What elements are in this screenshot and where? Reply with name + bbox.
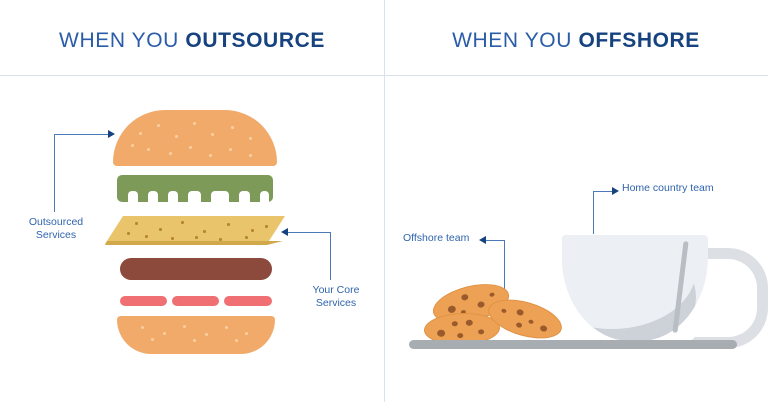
panel-heading-offshore: WHEN YOU OFFSHORE bbox=[384, 29, 768, 53]
arrow-left-icon-offshore bbox=[479, 236, 486, 244]
connector-home-vertical bbox=[593, 191, 594, 234]
annotation-outsourced-services: Outsourced Services bbox=[28, 216, 84, 241]
heading-emphasis-outsource: OUTSOURCE bbox=[185, 29, 325, 52]
panel-heading-outsource: WHEN YOU OUTSOURCE bbox=[0, 29, 384, 53]
burger-layer-patty bbox=[120, 258, 272, 280]
cookie-right bbox=[483, 292, 567, 346]
connector-core-horizontal bbox=[288, 232, 331, 233]
table-surface bbox=[409, 340, 737, 349]
annotation-home-country-team: Home country team bbox=[622, 182, 714, 194]
burger-layer-lettuce bbox=[117, 175, 273, 203]
annotation-your-core-services: Your Core Services bbox=[312, 284, 360, 309]
heading-emphasis-offshore: OFFSHORE bbox=[578, 29, 700, 52]
connector-offshore-horizontal bbox=[486, 240, 505, 241]
connector-outsourced-horizontal bbox=[54, 134, 109, 135]
connector-outsourced-vertical bbox=[54, 134, 55, 212]
burger-layer-tomato-1 bbox=[120, 296, 167, 306]
burger-layer-bottom-bun bbox=[117, 316, 275, 354]
heading-prefix-offshore: WHEN YOU bbox=[452, 29, 579, 52]
arrow-right-icon-outsourced bbox=[108, 130, 115, 138]
heading-prefix-outsource: WHEN YOU bbox=[59, 29, 186, 52]
arrow-right-icon-home bbox=[612, 187, 619, 195]
annotation-offshore-team: Offshore team bbox=[403, 232, 470, 244]
connector-core-vertical bbox=[330, 232, 331, 280]
burger-layer-tomato-2 bbox=[172, 296, 219, 306]
burger-layer-cheese bbox=[105, 216, 285, 244]
connector-offshore-vertical bbox=[504, 240, 505, 298]
connector-home-horizontal bbox=[593, 191, 613, 192]
arrow-left-icon-core bbox=[281, 228, 288, 236]
burger-layer-top-bun bbox=[113, 110, 277, 166]
panel-divider bbox=[384, 0, 385, 402]
burger-layer-cheese-edge bbox=[105, 241, 283, 245]
burger-layer-tomato-3 bbox=[224, 296, 272, 306]
